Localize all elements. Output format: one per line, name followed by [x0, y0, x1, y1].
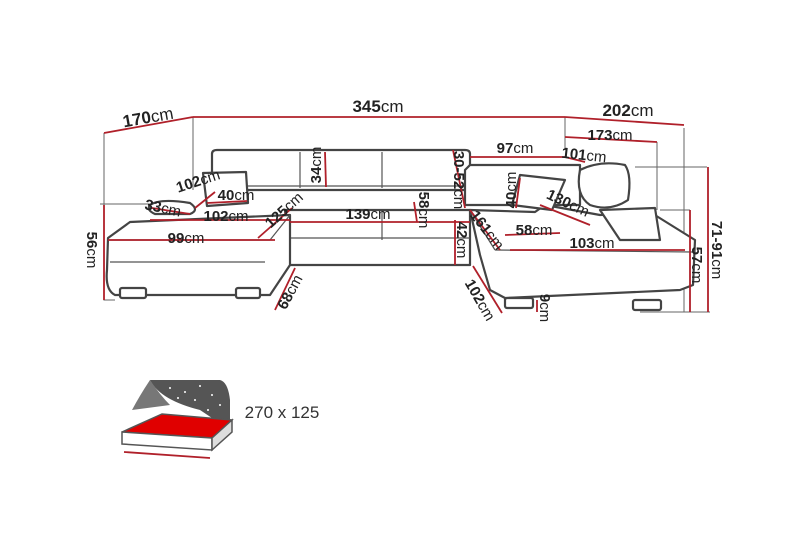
bed-size-label: 270 x 125 [245, 403, 320, 422]
label-pillow-height-left: 40cm [218, 187, 255, 204]
sofa-outline [105, 148, 697, 312]
label-back-section-width: 97cm [497, 140, 534, 157]
label-total-width: 345cm [352, 97, 403, 116]
label-left-seat-back-width: 102cm [203, 208, 248, 225]
label-armrest-width: 33cm [143, 196, 182, 220]
dimension-lines [103, 116, 709, 314]
label-middle-seat-width: 139cm [345, 206, 390, 223]
label-pillow-height-right: 40cm [503, 172, 520, 209]
label-headrest-height: 30-52cm [450, 151, 467, 209]
label-middle-seat-depth: 58cm [415, 192, 432, 229]
label-left-front-width: 99cm [168, 230, 205, 247]
sleep-function-icon: 270 x 125 [121, 380, 320, 459]
label-right-front-width: 103cm [569, 235, 614, 252]
label-depth-left: 170cm [121, 104, 175, 132]
label-depth-right: 202cm [602, 101, 653, 120]
label-right-back-width: 101cm [561, 145, 608, 167]
label-backrest-height: 34cm [308, 147, 325, 184]
label-leg-height: 9cm [536, 294, 553, 322]
label-left-height: 56cm [83, 232, 100, 269]
label-right-height: 57cm [688, 247, 705, 284]
label-right-seat-depth: 58cm [516, 222, 553, 239]
label-total-height: 71-91cm [708, 221, 725, 279]
label-right-inner-depth: 173cm [587, 127, 632, 144]
label-pillow-length: 102cm [174, 166, 222, 196]
label-seat-height: 42cm [453, 222, 470, 259]
